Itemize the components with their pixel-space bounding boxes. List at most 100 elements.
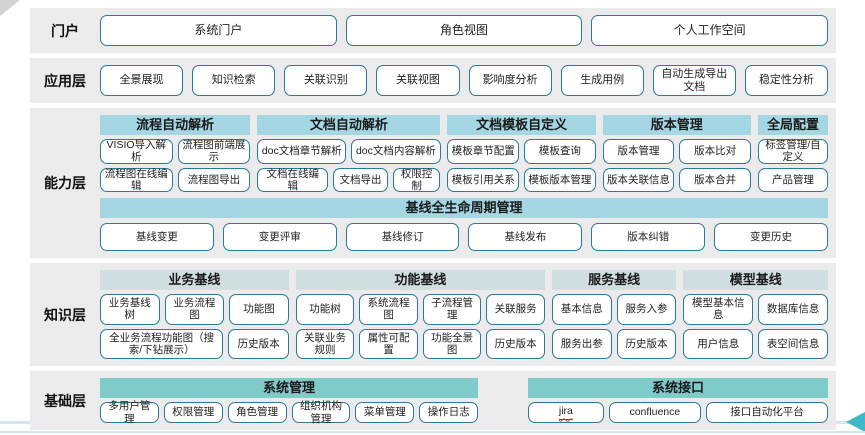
feature-button[interactable]: 权限控制 [392,167,441,192]
feature-button[interactable]: 关联识别 [284,65,368,96]
feature-button[interactable]: 个人工作空间 [591,15,829,46]
feature-button[interactable]: 版本纠错 [591,223,706,251]
group-button-row: 模板引用关系模板版本管理 [447,167,596,192]
group-1: 系统管理多用户管理权限管理角色管理组织机构管理菜单管理操作日志 [100,378,479,425]
feature-button[interactable]: 产品管理 [757,167,829,192]
feature-button[interactable]: 版本比对 [679,139,751,164]
feature-button[interactable]: 流程图前端展示 [177,139,251,164]
feature-button[interactable]: 属性可配置 [359,328,418,359]
feature-button[interactable]: 基本信息 [551,294,612,325]
layer-label: 应用层 [44,72,86,89]
feature-button[interactable]: 功能图 [229,294,289,325]
feature-button[interactable]: 服务出参 [551,328,612,359]
feature-button[interactable]: 自动生成导出文档 [652,65,736,96]
feature-button[interactable]: 角色管理 [227,402,287,423]
feature-button[interactable]: 模板章节配置 [447,139,520,164]
feature-button[interactable]: 组织机构管理 [291,400,351,425]
layer-content: 流程自动解析 VISIO导入解析流程图前端展示流程图在线编辑流程图导出文档自动解析… [100,108,836,258]
feature-button[interactable]: VISIO导入解析 [100,139,173,164]
group-3: 文档模板自定义模板章节配置模板查询模板引用关系模板版本管理 [447,115,596,192]
baseline-lifecycle-header: 基线全生命周期管理 [100,198,828,218]
feature-button[interactable]: 影响度分析 [468,65,552,96]
feature-button[interactable]: confluence [608,402,702,423]
button-row: 系统门户角色视图个人工作空间 [100,15,829,46]
bottom-edge-line [0,431,865,433]
feature-button[interactable]: doc文档内容解析 [351,139,441,164]
feature-button[interactable]: 变更评审 [222,223,337,251]
feature-button[interactable]: 多用户管理 [100,400,159,425]
feature-button[interactable]: 版本关联信息 [602,167,675,192]
feature-button[interactable]: 表空间信息 [758,328,829,359]
group-button-row: VISIO导入解析流程图前端展示 [100,139,251,164]
group-button-row: 版本管理版本比对 [602,139,751,164]
feature-button[interactable]: 模板引用关系 [447,167,520,192]
feature-button[interactable]: 操作日志 [419,402,479,423]
feature-button[interactable]: 功能树 [295,294,355,325]
group-4: 模型基线模型基本信息数据库信息用户信息表空间信息 [683,270,829,359]
feature-button[interactable]: 权限管理 [163,402,223,423]
group-2: 功能基线功能树系统流程图子流程管理关联服务关联业务规则属性可配置功能全景图历史版… [295,270,545,359]
feature-button[interactable]: 基线发布 [468,223,583,251]
feature-button[interactable]: 功能全景图 [422,328,482,359]
feature-button[interactable]: 知识检索 [192,65,276,96]
feature-button[interactable]: 系统门户 [100,15,337,46]
feature-button[interactable]: 版本合并 [679,167,751,192]
group-row: 业务基线业务基线树业务流程图功能图全业务流程功能图（搜索/下钻展示）历史版本功能… [100,270,829,359]
feature-button[interactable]: 流程图导出 [177,167,251,192]
feature-button[interactable]: 文档在线编辑 [257,167,329,192]
layer-content: 全景展现知识检索关联识别关联视图影响度分析生成用例自动生成导出文档稳定性分析 [100,58,836,103]
group-button-row: 关联业务规则属性可配置功能全景图历史版本 [295,328,545,359]
feature-button[interactable]: jira [528,402,604,423]
group-button-row: 全业务流程功能图（搜索/下钻展示）历史版本 [100,328,289,359]
feature-button[interactable]: 模板查询 [524,139,596,164]
feature-button[interactable]: 系统流程图 [359,294,418,325]
feature-button[interactable]: 基线变更 [100,223,214,251]
group-header: 业务基线 [100,270,289,290]
feature-button[interactable]: 标签管理/自定义 [757,139,829,164]
feature-button[interactable]: 数据库信息 [758,294,829,325]
feature-button[interactable]: 模型基本信息 [683,294,754,325]
layer-content: 业务基线业务基线树业务流程图功能图全业务流程功能图（搜索/下钻展示）历史版本功能… [100,263,836,366]
group-header: 服务基线 [551,270,677,290]
feature-button[interactable]: 菜单管理 [355,402,415,423]
group-button-row: 版本关联信息版本合并 [602,167,751,192]
feature-button[interactable]: 历史版本 [616,328,677,359]
feature-button[interactable]: 文档导出 [333,167,388,192]
group-1: 业务基线业务基线树业务流程图功能图全业务流程功能图（搜索/下钻展示）历史版本 [100,270,289,359]
feature-button[interactable]: 历史版本 [486,328,545,359]
feature-button[interactable]: 全景展现 [100,65,184,96]
feature-button[interactable]: doc文档章节解析 [257,139,347,164]
group-3: 服务基线基本信息服务入参服务出参历史版本 [551,270,677,359]
feature-button[interactable]: 接口自动化平台 [706,402,828,423]
group-button-row: 模型基本信息数据库信息 [683,294,829,325]
feature-button[interactable]: 版本管理 [602,139,675,164]
feature-button[interactable]: 用户信息 [683,328,754,359]
group-button-row: 产品管理 [757,167,829,192]
group-header: 系统接口 [528,378,828,398]
feature-button[interactable]: 生成用例 [560,65,644,96]
group-header: 流程自动解析 [100,115,251,135]
group-button-row: 标签管理/自定义 [757,139,829,164]
feature-button[interactable]: 关联服务 [486,294,545,325]
feature-button[interactable]: 服务入参 [616,294,677,325]
feature-button[interactable]: 关联视图 [376,65,460,96]
feature-button[interactable]: 基线修订 [345,223,460,251]
feature-button[interactable]: 模板版本管理 [524,167,596,192]
feature-button[interactable]: 角色视图 [345,15,583,46]
layer-content: 系统门户角色视图个人工作空间 [100,8,836,53]
baseline-button-row: 基线变更变更评审基线修订基线发布版本纠错变更历史 [100,223,828,251]
feature-button[interactable]: 历史版本 [228,328,289,359]
feature-button[interactable]: 变更历史 [714,223,828,251]
feature-button[interactable]: 业务基线树 [100,294,160,325]
feature-button[interactable]: 流程图在线编辑 [100,167,173,192]
group-button-row: 功能树系统流程图子流程管理关联服务 [295,294,545,325]
feature-button[interactable]: 稳定性分析 [744,65,828,96]
feature-button[interactable]: 关联业务规则 [295,328,355,359]
feature-button[interactable]: 全业务流程功能图（搜索/下钻展示） [100,328,224,359]
feature-button[interactable]: 业务流程图 [164,294,225,325]
feature-button[interactable]: 子流程管理 [422,294,482,325]
